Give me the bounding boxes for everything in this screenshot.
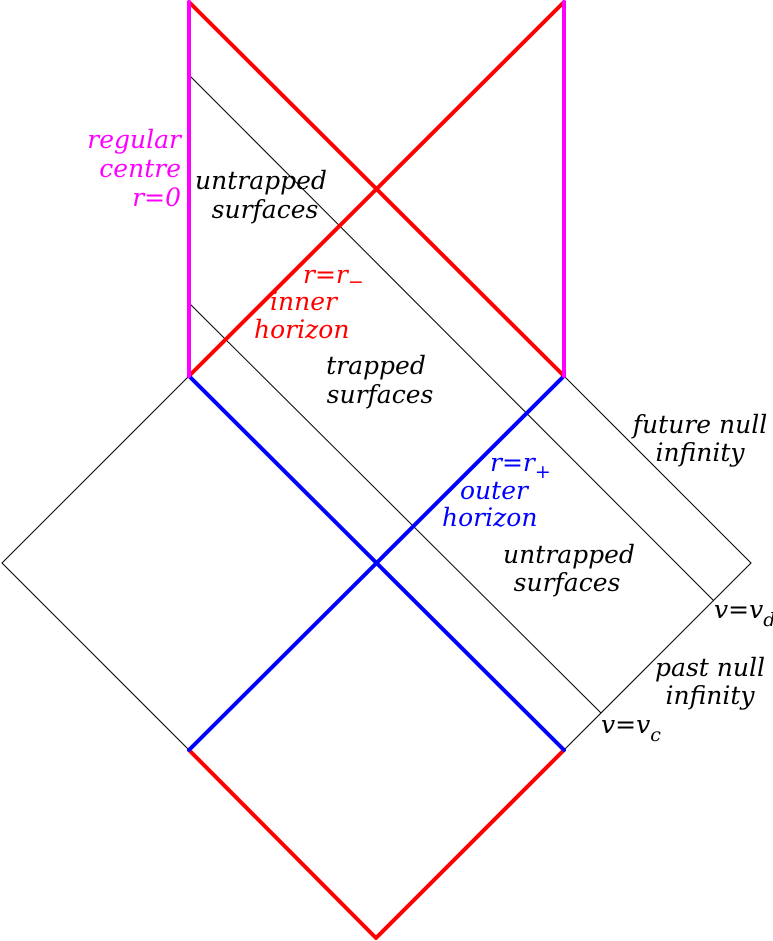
future-null-line2: infinity xyxy=(655,438,745,467)
future-null-line1: future null xyxy=(631,410,767,439)
inner-horizon-label: r=r− inner horizon xyxy=(254,260,364,344)
inner-horizon-line3: horizon xyxy=(254,315,349,344)
left-exterior-upper-edge xyxy=(1,375,190,564)
inner-horizon-line2: inner xyxy=(270,287,339,316)
inner-horizon-eq-sub: − xyxy=(348,271,364,293)
v-vc-main: v=v xyxy=(601,710,650,739)
regular-centre-line2: centre xyxy=(99,154,181,183)
bottom-red-left xyxy=(187,748,378,940)
left-exterior-lower-edge xyxy=(1,562,190,751)
past-null-line1: past null xyxy=(655,653,765,682)
untrapped-bottom-line1: untrapped xyxy=(503,540,635,569)
null-line-upper xyxy=(188,74,714,601)
outer-horizon-line2: outer xyxy=(460,476,530,505)
past-null-infinity-edge xyxy=(563,562,752,751)
outer-horizon-eq-sub: + xyxy=(535,461,551,483)
blue-lines xyxy=(187,374,566,752)
past-null-infinity-label: past null infinity xyxy=(655,653,765,710)
null-line-lower xyxy=(188,302,602,714)
v-vd-sub: d xyxy=(763,609,773,631)
outer-horizon-line3: horizon xyxy=(442,503,537,532)
outer-horizon-label: r=r+ outer horizon xyxy=(442,448,551,532)
untrapped-top-line1: untrapped xyxy=(195,166,327,195)
trapped-surfaces-label: trapped surfaces xyxy=(326,351,433,409)
trapped-line1: trapped xyxy=(326,351,426,380)
outer-horizon-equation: r=r+ xyxy=(490,448,551,483)
v-vc-sub: c xyxy=(650,724,661,746)
outer-horizon-right-going xyxy=(187,374,566,752)
regular-centre-label: regular centre r=0 xyxy=(87,125,183,212)
trapped-line2: surfaces xyxy=(327,380,434,409)
outer-horizon-eq-main: r=r xyxy=(490,448,537,477)
v-vd-main: v=v xyxy=(714,595,763,624)
inner-horizon-left-going xyxy=(187,0,566,378)
thin-lines xyxy=(1,74,752,751)
untrapped-bottom-line2: surfaces xyxy=(514,568,621,597)
untrapped-top-line2: surfaces xyxy=(212,195,319,224)
inner-horizon-eq-main: r=r xyxy=(303,260,350,289)
bottom-red-right xyxy=(374,748,566,940)
v-equals-vd-label: v=vd xyxy=(714,595,773,631)
untrapped-surfaces-top-label: untrapped surfaces xyxy=(195,166,327,224)
future-null-infinity-edge xyxy=(563,375,752,564)
untrapped-surfaces-bottom-label: untrapped surfaces xyxy=(503,540,635,597)
past-null-line2: infinity xyxy=(665,681,755,710)
regular-centre-line1: regular xyxy=(87,125,183,154)
magenta-lines xyxy=(187,0,566,378)
inner-horizon-equation: r=r− xyxy=(303,260,364,293)
red-lines xyxy=(187,0,566,940)
v-equals-vc-label: v=vc xyxy=(601,710,661,746)
regular-centre-line3: r=0 xyxy=(132,183,181,212)
future-null-infinity-label: future null infinity xyxy=(631,410,767,467)
